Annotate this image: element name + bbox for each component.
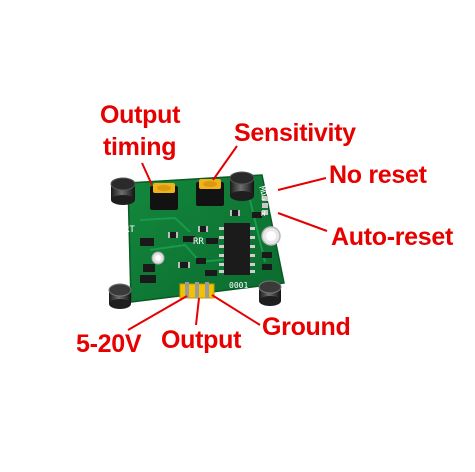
silkscreen-rt: RT <box>124 225 135 235</box>
silkscreen-model: D-SUN <box>120 253 130 280</box>
silkscreen-l: L <box>261 194 265 202</box>
smd-components <box>140 210 272 283</box>
header-pins-icon <box>179 282 215 299</box>
output-timing-leader <box>141 162 153 186</box>
auto-reset-label: Auto-reset <box>331 223 454 251</box>
ic-chip-icon <box>219 223 255 275</box>
no-reset-leader <box>277 177 327 191</box>
mounting-hole-icon <box>261 226 281 246</box>
jumper-pads-icon <box>262 196 268 215</box>
timing-potentiometer-icon <box>150 183 178 210</box>
output-label: Output <box>161 326 242 354</box>
supply-leader <box>127 295 188 331</box>
mounting-hole-icon <box>151 251 165 265</box>
capacitor-top-left-icon <box>110 177 136 205</box>
sensitivity-label: Sensitivity <box>234 119 356 147</box>
output-timing-label-line1: Output <box>100 101 181 129</box>
output-timing-label-line2: timing <box>103 133 177 161</box>
sensitivity-potentiometer-icon <box>196 179 224 206</box>
capacitor-bottom-right-icon <box>258 280 282 306</box>
callout-lines <box>127 145 328 331</box>
sensitivity-leader <box>212 145 238 181</box>
no-reset-label: No reset <box>329 161 427 189</box>
silkscreen-rr: RR <box>193 237 204 247</box>
capacitor-top-right-icon <box>229 171 255 201</box>
smd-component-end-caps <box>168 210 240 268</box>
silkscreen-md: MD <box>257 185 269 197</box>
capacitor-bottom-left-icon <box>108 283 132 309</box>
silkscreen-code: 0001 <box>229 281 248 290</box>
silkscreen-h: H <box>261 210 265 218</box>
output-leader <box>195 297 200 326</box>
ground-label: Ground <box>262 313 351 341</box>
supply-voltage-label: 5-20V <box>76 330 142 358</box>
ground-leader <box>211 294 261 326</box>
auto-reset-leader <box>277 212 328 232</box>
